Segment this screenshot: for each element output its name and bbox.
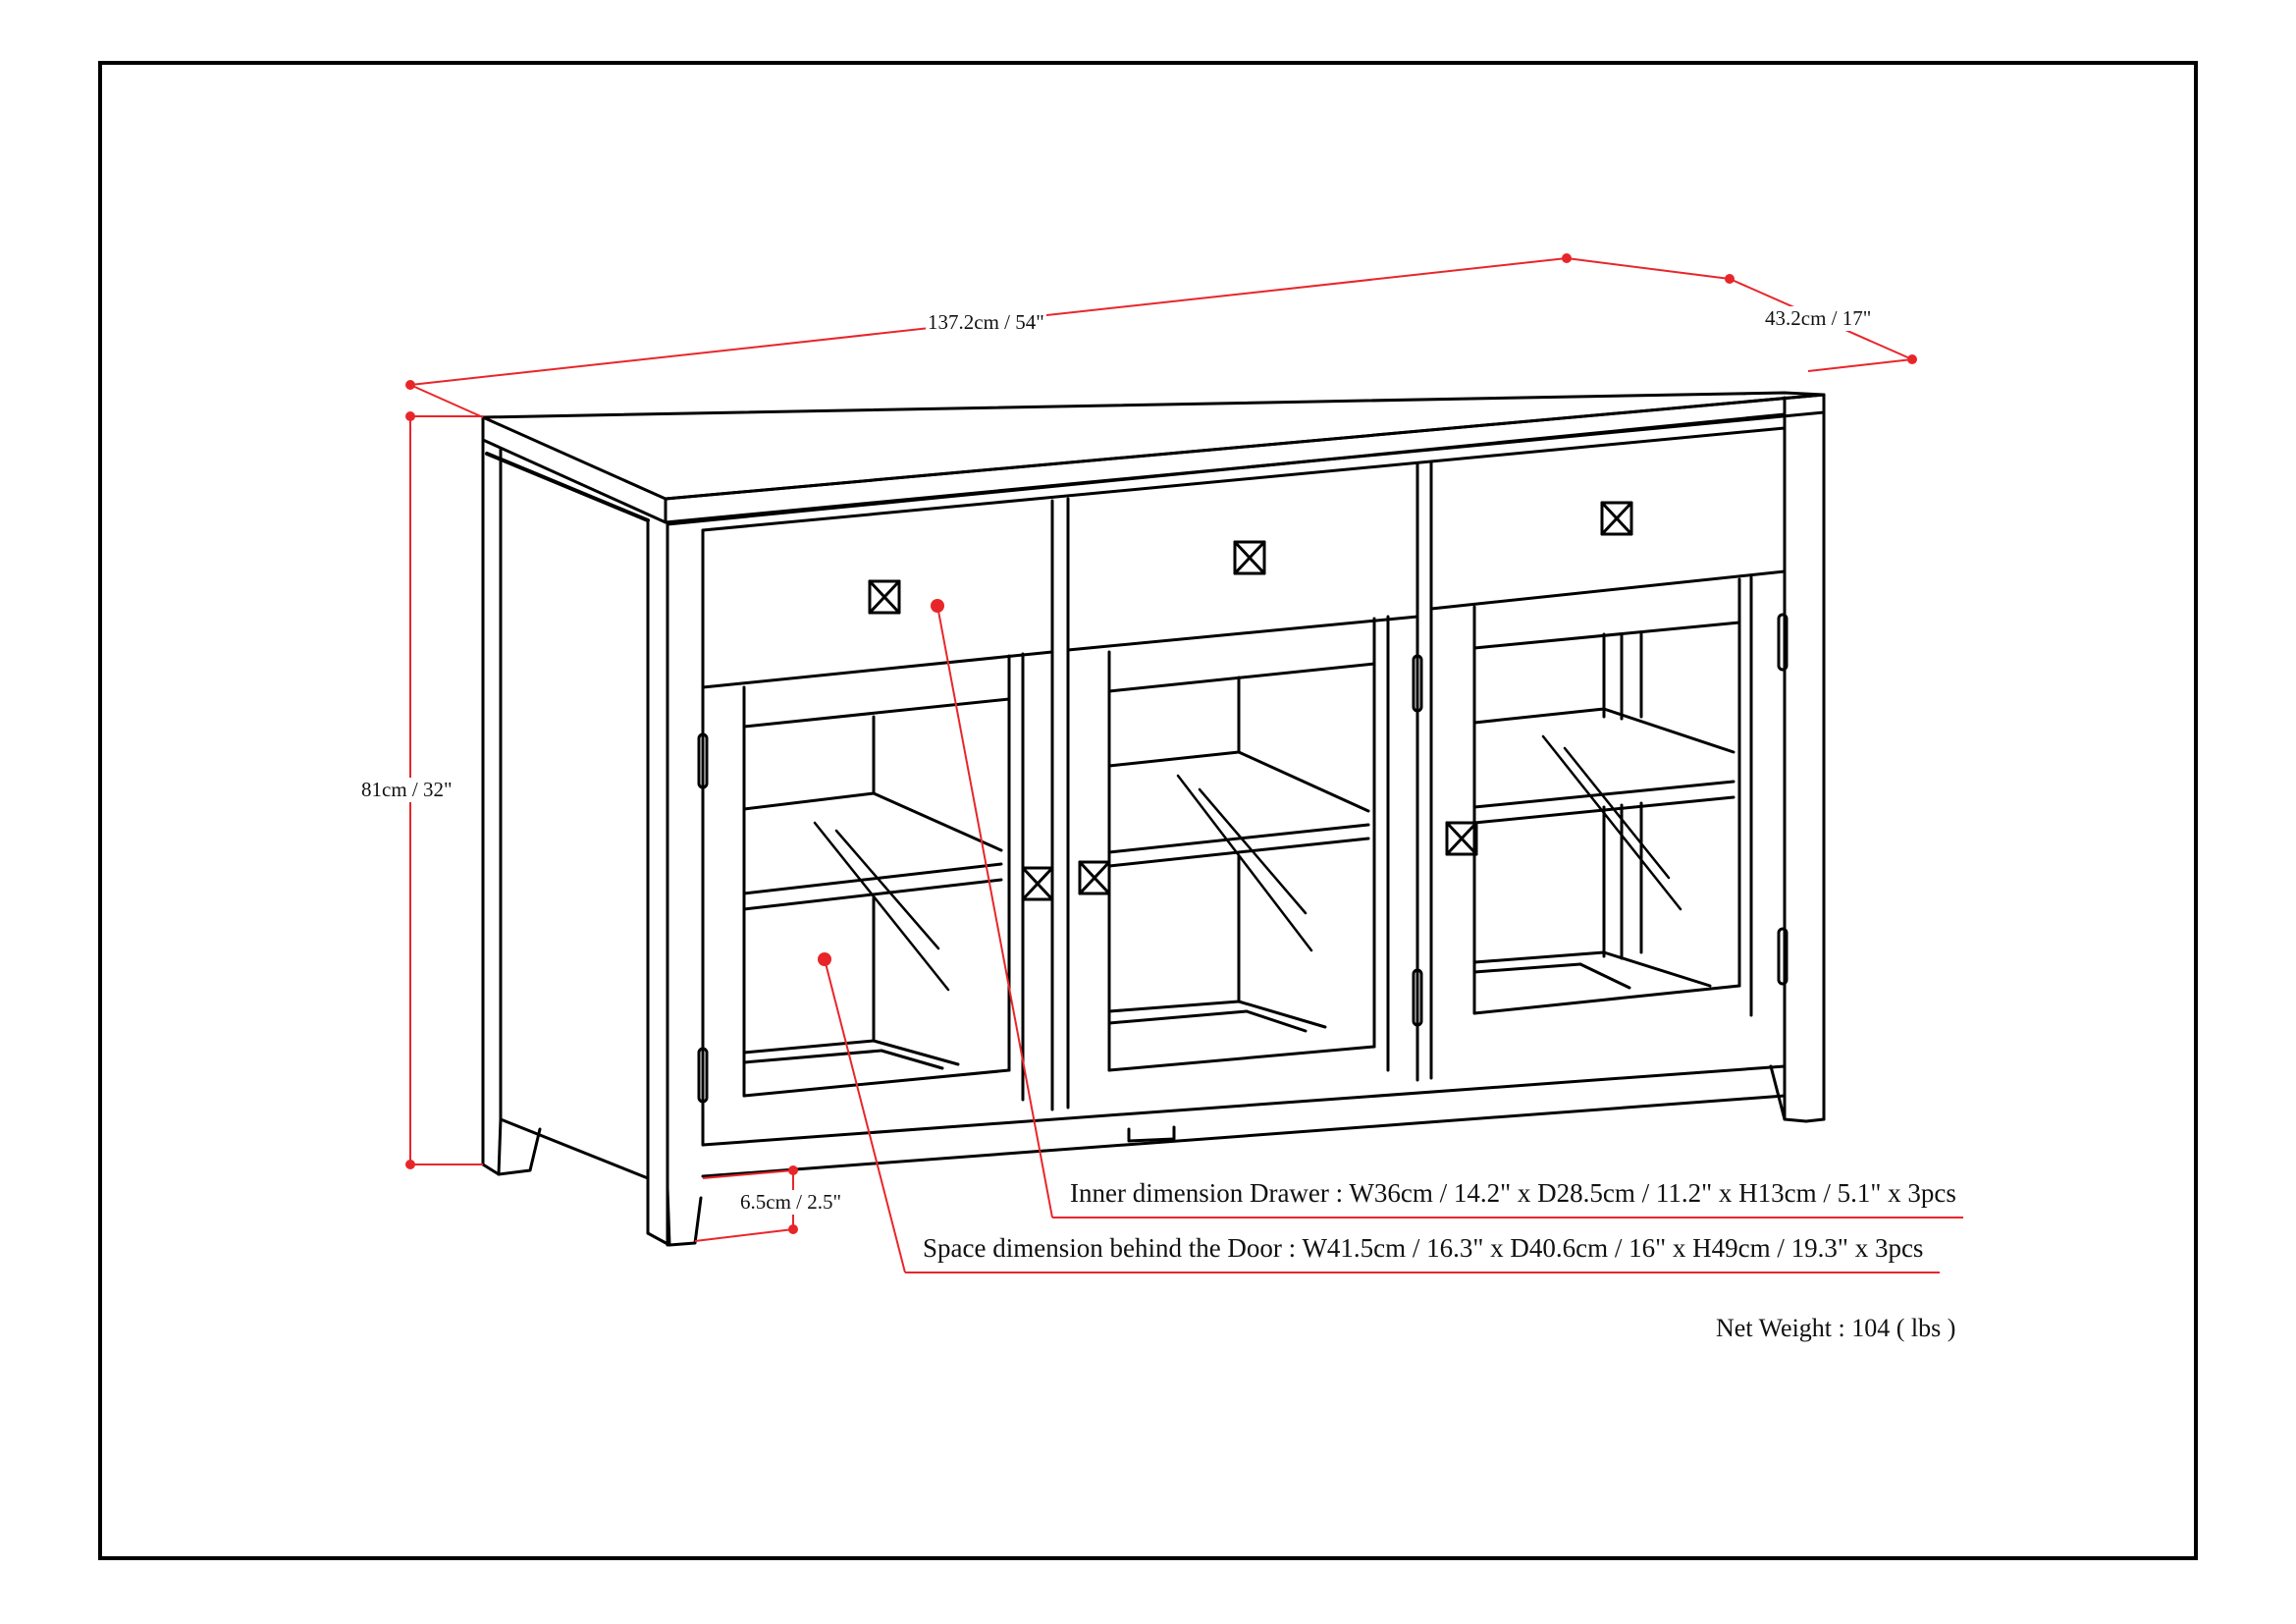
leg-clearance-label: 6.5cm / 2.5" xyxy=(738,1190,844,1215)
door-center xyxy=(1107,615,1423,1072)
diagram-border xyxy=(98,61,2198,1560)
drawer-knob-icon xyxy=(868,579,901,615)
door-space-dimension-callout: Space dimension behind the Door : W41.5c… xyxy=(923,1233,1924,1263)
drawer-inner-dimension-callout: Inner dimension Drawer : W36cm / 14.2" x… xyxy=(1070,1178,1956,1208)
cabinet-front-frame xyxy=(666,396,1826,1178)
cabinet-left-side xyxy=(481,438,703,1247)
door-knob-icon xyxy=(1021,866,1054,901)
width-dimension-label: 137.2cm / 54" xyxy=(926,310,1046,335)
door-knob-icon xyxy=(1078,860,1111,895)
dimension-endpoints xyxy=(405,253,1917,1234)
door-right xyxy=(1472,575,1789,1017)
depth-dimension-label: 43.2cm / 17" xyxy=(1763,306,1874,331)
net-weight-label: Net Weight : 104 ( lbs ) xyxy=(1716,1314,1956,1342)
door-left xyxy=(697,652,1025,1104)
door-knob-icon xyxy=(1445,821,1478,856)
height-dimension-label: 81cm / 32" xyxy=(359,778,454,802)
drawer-knob-icon xyxy=(1233,540,1266,575)
drawer-center xyxy=(1066,615,1419,652)
drawer-left xyxy=(701,650,1054,689)
drawer-right xyxy=(1429,569,1787,611)
drawer-knob-icon xyxy=(1600,501,1633,536)
